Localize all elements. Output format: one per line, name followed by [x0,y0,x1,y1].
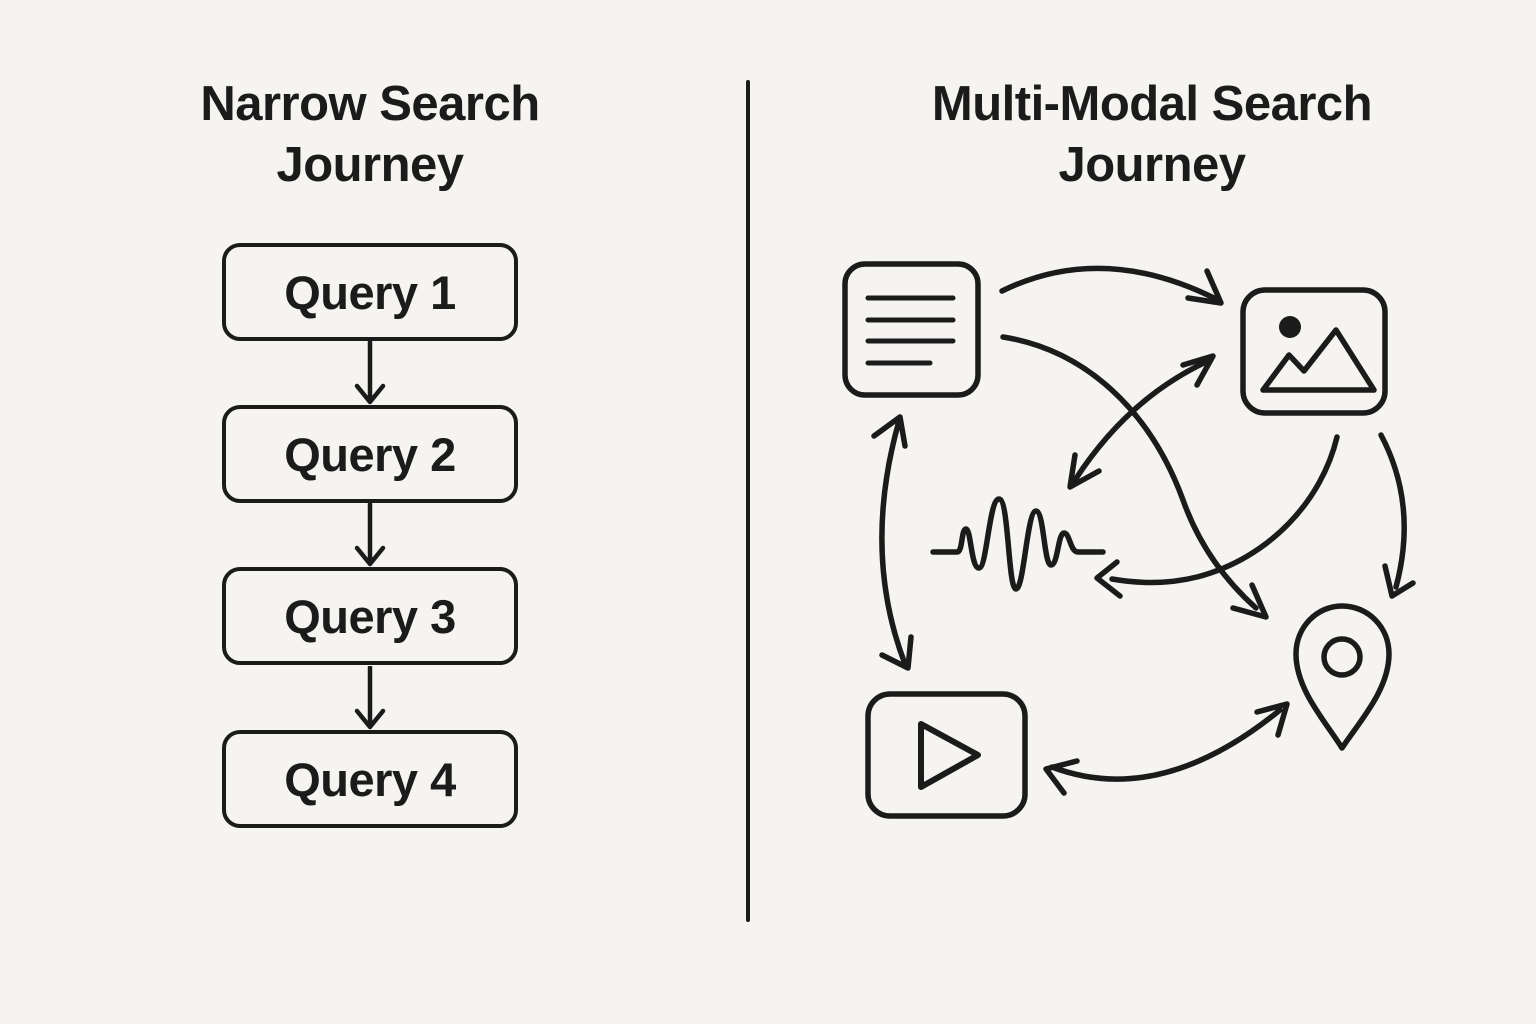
right-title-line1: Multi-Modal Search [931,77,1373,131]
video-icon [865,691,1028,819]
down-arrow-icon [354,666,386,730]
panel-divider [746,80,750,922]
arrow-image-to-pin [1378,432,1416,599]
left-title-line2: Journey [276,138,464,192]
image-icon [1240,287,1388,416]
query-box-1: Query 1 [222,243,518,341]
arrow-video-pin-bidirectional [1043,701,1290,796]
arrow-image-waveform-bidirectional [1067,353,1216,490]
query-box-1-label: Query 1 [284,265,456,319]
right-title-line2: Journey [1058,138,1246,192]
right-panel-title: Multi-Modal Search Journey [892,74,1412,196]
query-box-2-label: Query 2 [284,427,456,481]
arrow-image-to-waveform [1094,434,1340,599]
left-title-line1: Narrow Search [200,77,540,131]
left-panel-title: Narrow Search Journey [110,74,630,196]
down-arrow-icon [354,503,386,567]
down-arrow-icon [354,341,386,405]
audio-waveform-icon [930,496,1106,592]
query-box-3-label: Query 3 [284,589,456,643]
query-box-4: Query 4 [222,730,518,828]
location-pin-icon [1293,603,1392,751]
arrow-document-to-pin [1000,334,1269,620]
query-box-2: Query 2 [222,405,518,503]
arrow-document-video-bidirectional [871,414,914,671]
text-document-icon [842,261,981,398]
query-box-4-label: Query 4 [284,752,456,806]
query-box-3: Query 3 [222,567,518,665]
arrow-document-to-image [999,265,1224,306]
